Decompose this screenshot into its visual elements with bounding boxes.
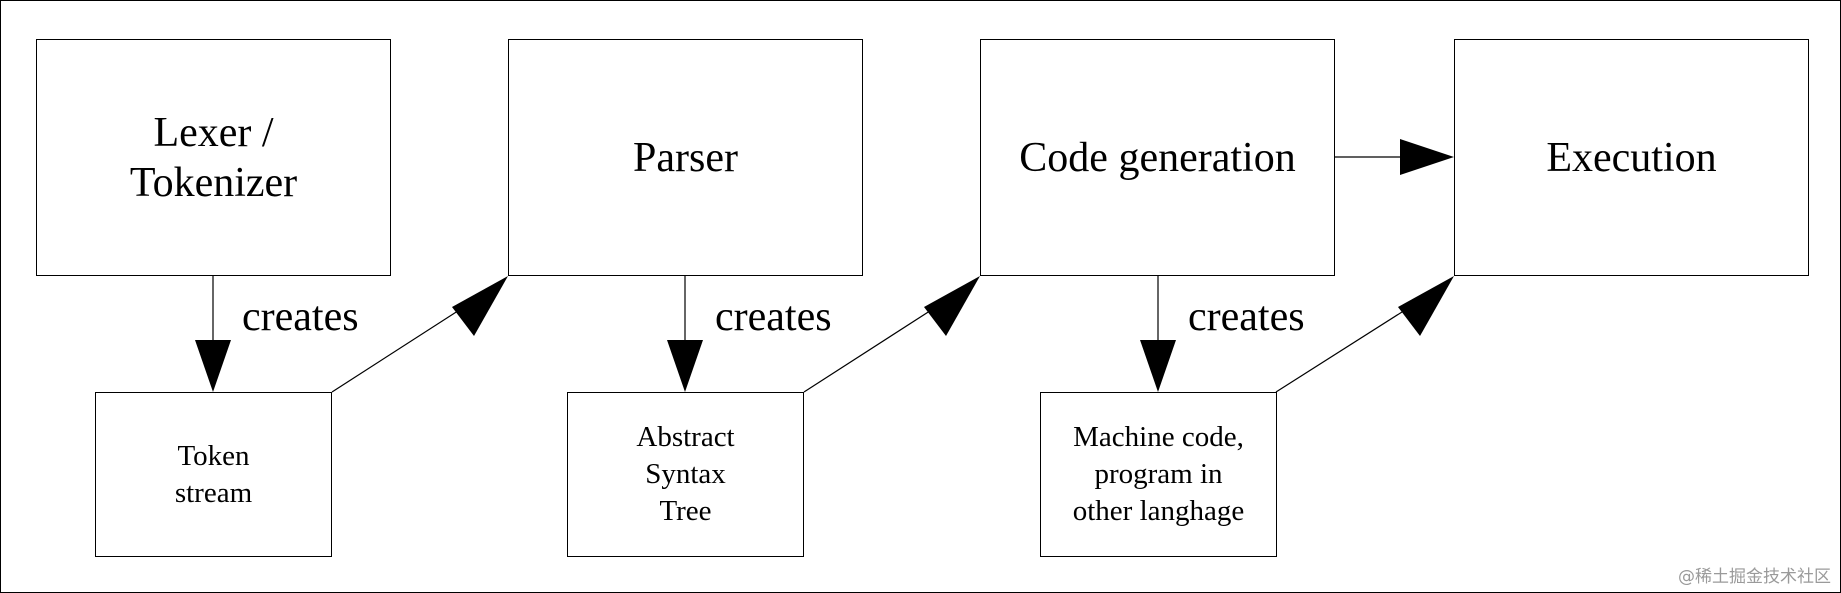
- feeds-arrow-1: [331, 276, 508, 393]
- machine-code-box: Machine code, program in other langhage: [1040, 392, 1277, 557]
- execution-label: Execution: [1546, 134, 1717, 181]
- lexer-box: Lexer / Tokenizer: [36, 39, 391, 276]
- ast-box: Abstract Syntax Tree: [567, 392, 804, 557]
- token-stream-box: Token stream: [95, 392, 332, 557]
- codegen-label: Code generation: [1019, 134, 1296, 181]
- creates-arrow-3: [1140, 276, 1176, 392]
- codegen-box: Code generation: [980, 39, 1335, 276]
- watermark: @稀土掘金技术社区: [1678, 567, 1831, 587]
- execution-box: Execution: [1454, 39, 1809, 276]
- parser-label: Parser: [633, 134, 738, 181]
- creates-label-3: creates: [1188, 294, 1305, 340]
- token-stream-label: Token stream: [174, 439, 253, 509]
- codegen-to-execution-arrow: [1335, 139, 1454, 175]
- lexer-label: Lexer / Tokenizer: [129, 109, 298, 206]
- creates-label-2: creates: [715, 294, 832, 340]
- feeds-arrow-3: [1275, 276, 1454, 393]
- creates-label-1: creates: [242, 294, 359, 340]
- machine-code-label: Machine code, program in other langhage: [1072, 421, 1245, 527]
- ast-label: Abstract Syntax Tree: [636, 421, 735, 527]
- parser-box: Parser: [508, 39, 863, 276]
- feeds-arrow-2: [803, 276, 980, 393]
- creates-arrow-1: [195, 276, 231, 392]
- creates-arrow-2: [667, 276, 703, 392]
